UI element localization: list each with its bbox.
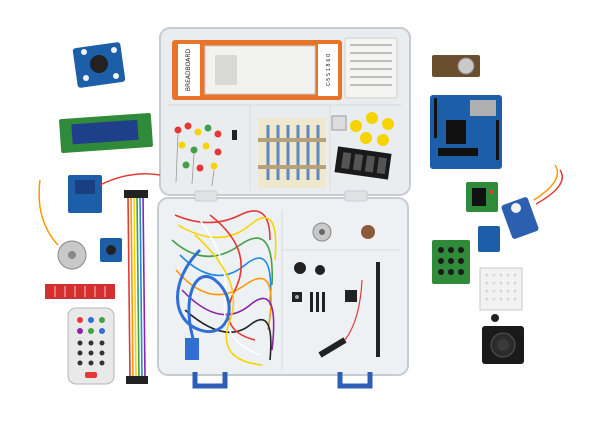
seven-segment-display xyxy=(334,146,392,180)
lcd-display-module xyxy=(59,112,153,154)
buzzer xyxy=(292,262,325,302)
servo-motor xyxy=(501,164,563,239)
case-handles xyxy=(192,372,373,389)
breadboard-box-code: C-5 S 1 8 6 0 xyxy=(326,54,332,86)
led-matrix xyxy=(478,226,523,322)
yellow-push-buttons xyxy=(331,112,394,146)
led-assortment xyxy=(174,122,237,187)
water-level-sensor xyxy=(45,284,115,299)
arduino-uno-board xyxy=(430,95,502,169)
jumper-wires-bundle xyxy=(171,210,277,366)
pin-headers xyxy=(310,262,380,357)
ir-receiver xyxy=(318,279,363,358)
membrane-keypad xyxy=(432,240,470,284)
stepper-driver-board xyxy=(100,238,122,262)
jumper-ribbon-cable xyxy=(124,190,148,384)
stepper-motor xyxy=(38,179,87,270)
joystick-module xyxy=(482,326,524,364)
rtc-module xyxy=(432,55,480,77)
breadboard: BREADBOARD C-5 S 1 8 6 0 xyxy=(172,37,398,100)
color-sensor-module xyxy=(72,42,126,88)
breadboard-box-label: BREADBOARD xyxy=(185,48,192,91)
uln2003-driver-board xyxy=(466,182,498,212)
usb-cable xyxy=(176,248,231,360)
relay-module xyxy=(68,173,161,213)
ir-remote-control xyxy=(67,307,115,385)
potentiometer xyxy=(312,222,375,242)
resistor-strip xyxy=(258,118,326,188)
